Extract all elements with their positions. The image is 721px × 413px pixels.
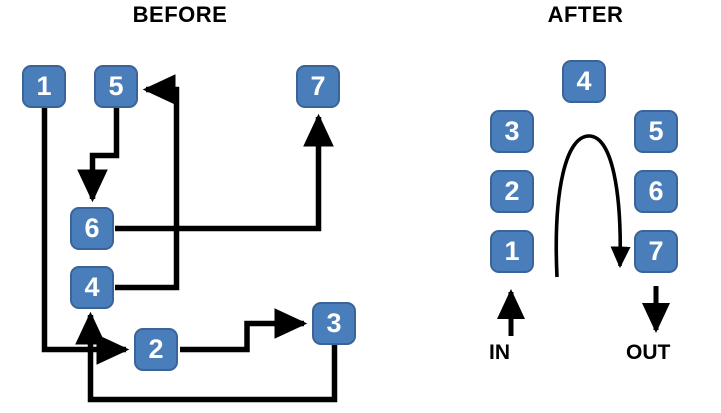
before-node-3[interactable]: 3: [312, 302, 356, 345]
after-node-2[interactable]: 2: [490, 170, 534, 213]
after-node-7[interactable]: 7: [634, 230, 678, 273]
before-node-1-label: 1: [36, 71, 52, 101]
edge-2-to-3: [180, 308, 308, 353]
after-node-3-label: 3: [504, 116, 520, 146]
after-node-5-label: 5: [648, 116, 664, 146]
before-node-5[interactable]: 5: [94, 65, 138, 108]
after-panel-title: AFTER: [547, 2, 624, 27]
edge-4-to-5: [115, 74, 180, 291]
before-node-4[interactable]: 4: [70, 266, 114, 309]
before-node-4-label: 4: [84, 272, 100, 302]
before-node-3-label: 3: [326, 308, 342, 338]
after-flow-curve: [554, 134, 631, 278]
before-node-2[interactable]: 2: [134, 328, 178, 371]
after-node-4[interactable]: 4: [562, 60, 606, 103]
after-node-1[interactable]: 1: [490, 230, 534, 273]
after-node-2-label: 2: [504, 176, 520, 206]
before-node-2-label: 2: [148, 334, 164, 364]
edge-6-to-7: [115, 113, 334, 232]
before-node-7-label: 7: [310, 71, 326, 101]
before-node-1[interactable]: 1: [22, 65, 66, 108]
after-node-5[interactable]: 5: [634, 110, 678, 153]
after-node-6[interactable]: 6: [634, 170, 678, 213]
before-panel-title: BEFORE: [132, 2, 228, 27]
before-node-7[interactable]: 7: [296, 65, 340, 108]
in-label: IN: [489, 341, 510, 364]
before-node-6[interactable]: 6: [70, 207, 114, 250]
after-node-1-label: 1: [504, 236, 520, 266]
before-node-5-label: 5: [108, 71, 124, 101]
out-label: OUT: [626, 341, 671, 364]
after-node-7-label: 7: [648, 236, 664, 266]
after-node-3[interactable]: 3: [490, 110, 534, 153]
edge-5-to-6: [77, 108, 120, 203]
edge-1-to-2: [41, 108, 130, 365]
after-node-4-label: 4: [576, 66, 592, 96]
edge-3-to-4: [75, 311, 338, 403]
before-node-6-label: 6: [84, 213, 100, 243]
after-node-6-label: 6: [648, 176, 664, 206]
